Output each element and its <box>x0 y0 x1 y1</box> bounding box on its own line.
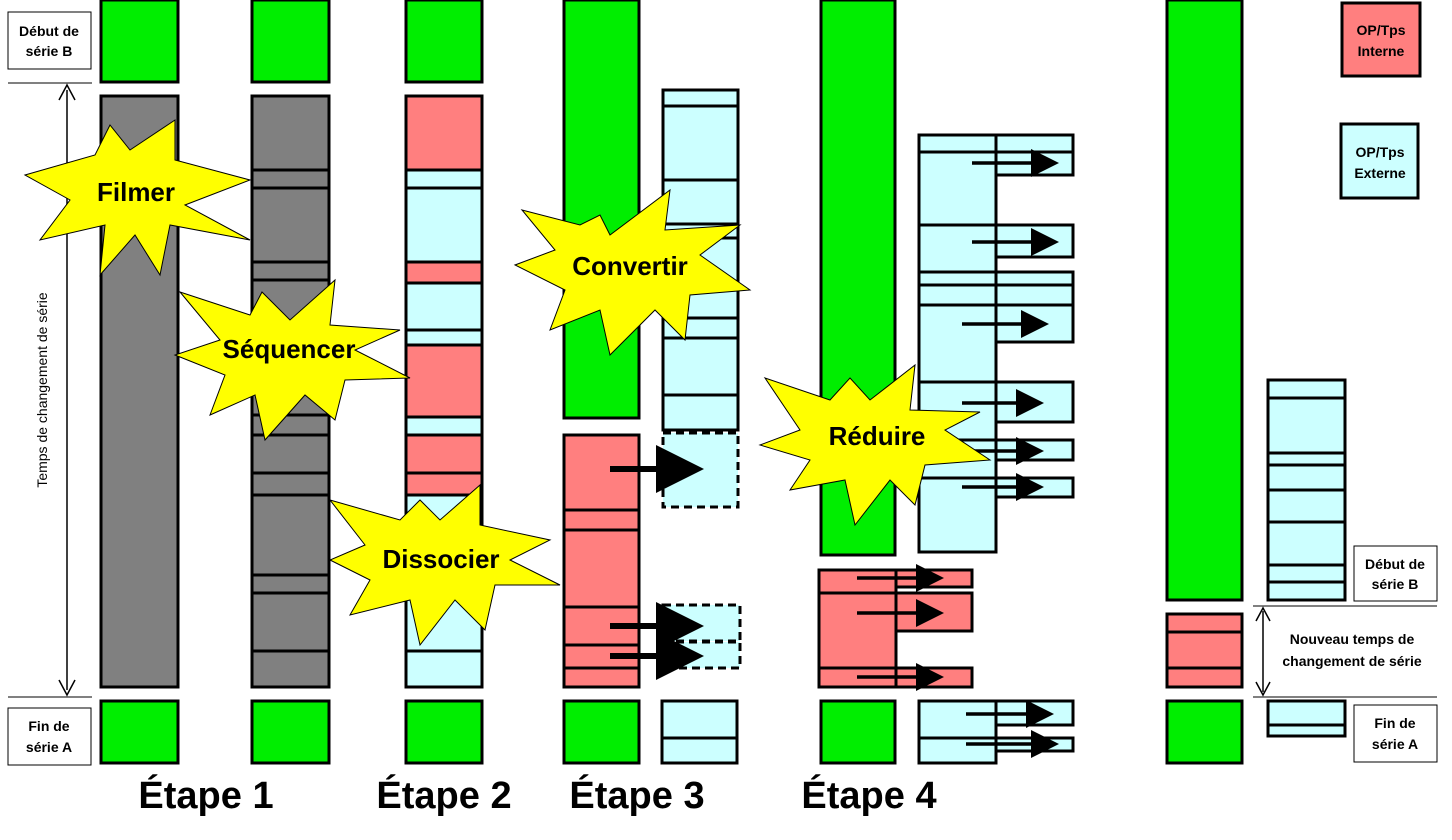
column-step3-external <box>660 88 742 765</box>
svg-text:Réduire: Réduire <box>829 421 926 451</box>
svg-text:OP/Tps: OP/Tps <box>1356 22 1405 38</box>
step-label-2: Étape 2 <box>376 773 511 817</box>
step4-transfer-arrows <box>857 149 1059 758</box>
new-changeover-time-label-line1: Nouveau temps de <box>1290 631 1415 647</box>
svg-text:Fin de: Fin de <box>28 718 69 734</box>
new-changeover-time-arrow <box>1255 606 1271 697</box>
svg-text:série B: série B <box>26 43 73 59</box>
burst-dissocier: Dissocier <box>328 483 561 647</box>
step-label-1: Étape 1 <box>138 773 273 817</box>
svg-text:Dissocier: Dissocier <box>382 544 499 574</box>
column-final-external <box>1266 378 1347 738</box>
svg-text:Début de: Début de <box>1365 556 1425 572</box>
legend-internal: OP/Tps Interne <box>1340 1 1422 78</box>
burst-sequencer: Séquencer <box>173 278 411 442</box>
burst-filmer: Filmer <box>23 119 252 277</box>
svg-text:Externe: Externe <box>1354 165 1406 181</box>
svg-text:série B: série B <box>1372 576 1419 592</box>
column-step2 <box>404 0 484 765</box>
svg-text:Séquencer: Séquencer <box>223 334 356 364</box>
svg-text:Filmer: Filmer <box>97 177 175 207</box>
svg-text:Convertir: Convertir <box>572 251 688 281</box>
svg-text:Interne: Interne <box>1358 43 1405 59</box>
changeover-time-label: Temps de changement de série <box>34 292 50 488</box>
new-changeover-time-label-line2: changement de série <box>1282 653 1421 669</box>
burst-convertir: Convertir <box>513 188 752 356</box>
step3-transfer-arrows <box>610 445 704 680</box>
svg-text:Début de: Début de <box>19 23 79 39</box>
column-step3-internal <box>562 0 641 765</box>
svg-text:série A: série A <box>26 739 72 755</box>
svg-text:OP/Tps: OP/Tps <box>1355 144 1404 160</box>
burst-reduire: Réduire <box>758 363 992 527</box>
label-fin-serie-a-left: Fin de série A <box>7 707 92 766</box>
legend-external: OP/Tps Externe <box>1339 122 1420 200</box>
svg-text:Fin de: Fin de <box>1374 715 1415 731</box>
label-fin-serie-a-right: Fin de série A <box>1353 704 1438 763</box>
svg-text:série A: série A <box>1372 736 1418 752</box>
label-debut-serie-b-left: Début de série B <box>7 11 92 70</box>
column-step1-a <box>99 0 180 765</box>
label-debut-serie-b-right: Début de série B <box>1353 545 1438 602</box>
step-label-3: Étape 3 <box>569 773 704 817</box>
column-final-internal <box>1165 0 1244 765</box>
step-label-4: Étape 4 <box>801 773 936 817</box>
